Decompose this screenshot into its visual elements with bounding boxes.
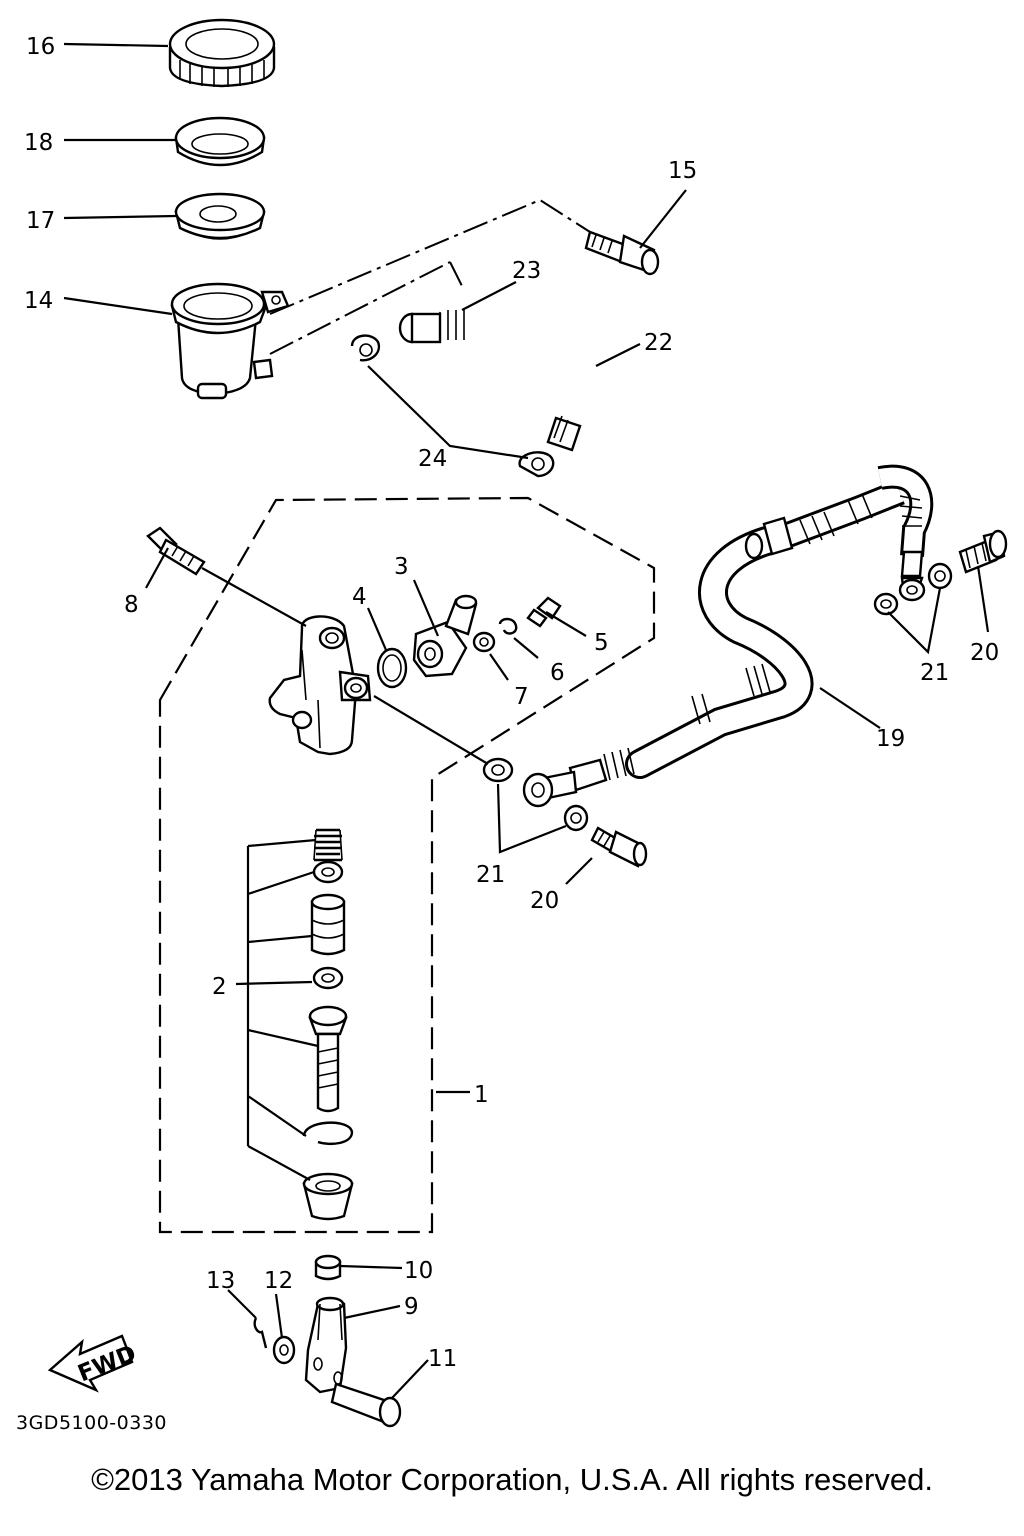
callout-3: 3 (394, 554, 409, 580)
callout-22: 22 (644, 330, 673, 356)
callout-18: 18 (24, 130, 53, 156)
copper-washer-21-lower (563, 804, 589, 832)
callout-9: 9 (404, 1294, 419, 1320)
callout-8: 8 (124, 592, 139, 618)
reservoir-hose (398, 300, 606, 452)
clevis-pin (330, 1382, 402, 1428)
callout-4: 4 (352, 584, 367, 610)
master-cylinder-body (268, 615, 372, 756)
piston-kit (302, 828, 354, 1221)
callout-5: 5 (594, 630, 609, 656)
callout-7: 7 (514, 684, 529, 710)
nut-10 (314, 1254, 342, 1281)
callout-19: 19 (876, 726, 905, 752)
washer-7 (472, 631, 496, 653)
master-cylinder-assembly-outline (158, 496, 656, 1234)
callout-20-upper: 20 (970, 640, 999, 666)
diagram-code: 3GD5100-0330 (16, 1412, 168, 1434)
callout-12: 12 (264, 1268, 293, 1294)
hose-link-line (269, 261, 465, 355)
union-bolt-8 (146, 526, 206, 576)
fwd-arrow-icon: FWD (47, 1334, 140, 1393)
copper-washer-21-upper (482, 757, 514, 783)
callout-17: 17 (26, 208, 55, 234)
callout-24: 24 (418, 446, 447, 472)
copper-washer-21-right-a (873, 592, 899, 616)
callout-11: 11 (428, 1346, 457, 1372)
clevis (304, 1296, 348, 1394)
callout-2: 2 (212, 974, 227, 1000)
callout-23: 23 (512, 258, 541, 284)
screw-5 (526, 596, 562, 628)
copper-washer-21-right-b (927, 562, 953, 590)
callout-21-right: 21 (920, 660, 949, 686)
callout-10: 10 (404, 1258, 433, 1284)
hose-clips (350, 334, 555, 478)
callout-21-left: 21 (476, 862, 505, 888)
washer-12 (272, 1335, 296, 1365)
callout-16: 16 (26, 34, 55, 60)
diaphragm (174, 116, 266, 167)
diaphragm-holder (174, 192, 266, 240)
reservoir-tank (170, 282, 290, 400)
callout-15: 15 (668, 158, 697, 184)
callout-13: 13 (206, 1268, 235, 1294)
union-bolt-20-lower (590, 826, 648, 868)
callout-14: 14 (24, 288, 53, 314)
cotter-pin (253, 1317, 268, 1349)
copyright-notice: ©2013 Yamaha Motor Corporation, U.S.A. A… (91, 1462, 933, 1497)
union-bolt-20-upper (958, 529, 1008, 574)
callout-1: 1 (474, 1082, 489, 1108)
brake-hose (522, 464, 934, 808)
reservoir-bolt (584, 230, 660, 276)
callout-20-lower: 20 (530, 888, 559, 914)
hose-joint (412, 594, 478, 678)
bolt-link-line (269, 198, 591, 315)
lock-washer-6 (498, 617, 518, 635)
hose-banjo-right (898, 578, 926, 602)
reservoir-cap (168, 18, 276, 88)
callout-6: 6 (550, 660, 565, 686)
